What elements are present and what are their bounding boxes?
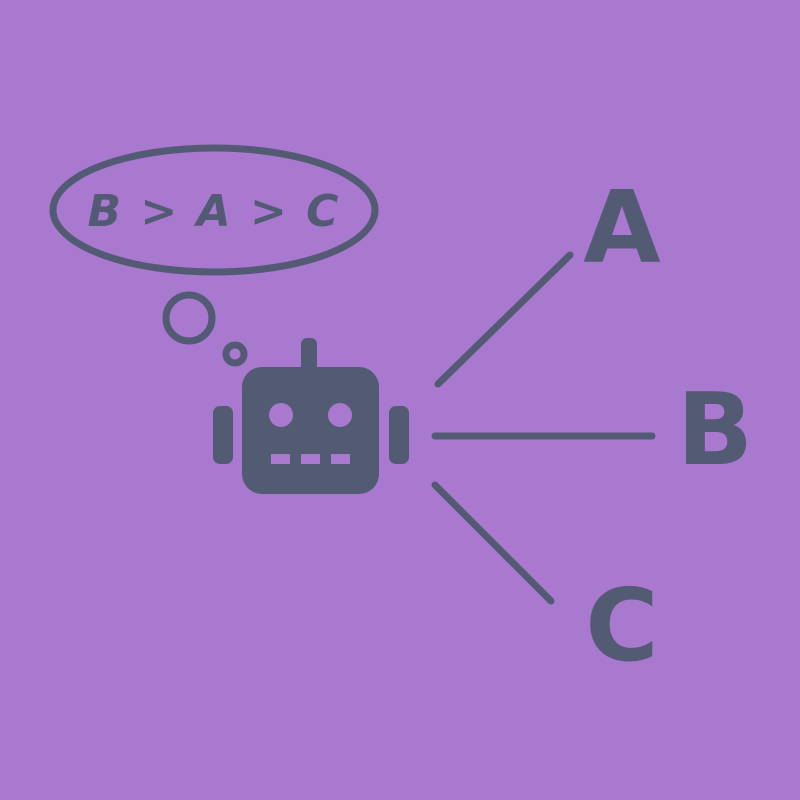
robot-mouth-segment: [301, 454, 320, 464]
connector-to-option-c: [431, 481, 555, 605]
robot-right-eye: [328, 403, 352, 427]
robot-left-ear: [213, 406, 233, 464]
robot-head: [242, 367, 379, 494]
robot-right-ear: [389, 406, 409, 464]
robot-mouth-segment: [331, 454, 350, 464]
thought-bubble-large-dot: [162, 291, 216, 345]
option-connectors: [431, 251, 656, 605]
robot-mouth-segment: [271, 454, 290, 464]
robot-icon: [213, 338, 409, 494]
option-labels: A B C: [583, 169, 753, 684]
robot-antenna: [301, 338, 317, 374]
thought-bubble: B > A > C: [49, 144, 379, 367]
robot-left-eye: [269, 403, 293, 427]
connector-to-option-a: [434, 251, 574, 388]
thought-ranking-text: B > A > C: [88, 186, 341, 237]
option-label-a: A: [583, 169, 660, 286]
thought-bubble-small-dot: [222, 341, 248, 367]
thought-bubble-ellipse: [49, 144, 379, 276]
option-label-b: B: [677, 371, 753, 488]
option-label-c: C: [585, 567, 658, 684]
